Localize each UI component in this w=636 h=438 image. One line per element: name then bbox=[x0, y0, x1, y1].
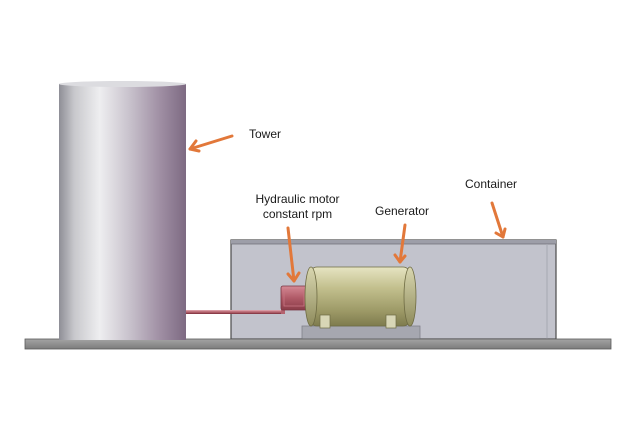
hydraulic-motor-label-line2: constant rpm bbox=[262, 207, 333, 221]
container-label: Container bbox=[465, 177, 518, 191]
hydraulic-motor bbox=[280, 285, 308, 311]
tower bbox=[59, 81, 186, 340]
ground-slab bbox=[24, 338, 612, 350]
tower-label: Tower bbox=[249, 127, 282, 141]
hydraulic-motor-arrow bbox=[286, 226, 301, 283]
generator-label: Generator bbox=[375, 204, 430, 218]
hydraulic-motor-label-line1: Hydraulic motor bbox=[255, 192, 340, 206]
tower-arrow bbox=[188, 134, 234, 153]
generator-arrow bbox=[393, 223, 407, 264]
generator bbox=[304, 266, 417, 329]
container-arrow bbox=[490, 201, 507, 239]
